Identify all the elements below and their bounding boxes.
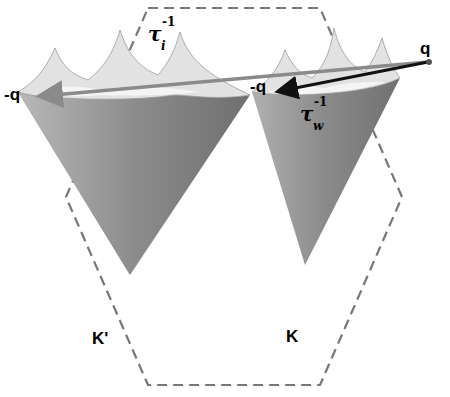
rate-subscript: w: [313, 120, 323, 132]
point-label: -q: [4, 86, 20, 103]
intravalley-arrow: [280, 62, 428, 91]
valley-label: K: [286, 328, 298, 345]
point-label: q: [420, 40, 430, 57]
rate-symbol: τ: [148, 24, 161, 44]
k-prime-cone: [18, 30, 250, 275]
intervalley-arrow: [42, 62, 428, 96]
q-point: [426, 59, 432, 65]
valley-label: K': [92, 330, 108, 347]
point-label: -q: [250, 78, 266, 95]
rate-superscript: -1: [314, 96, 327, 108]
rate-superscript: -1: [162, 16, 175, 28]
rate-subscript: i: [161, 40, 166, 52]
rate-symbol: τ: [300, 104, 313, 124]
k-cone: [252, 28, 400, 265]
